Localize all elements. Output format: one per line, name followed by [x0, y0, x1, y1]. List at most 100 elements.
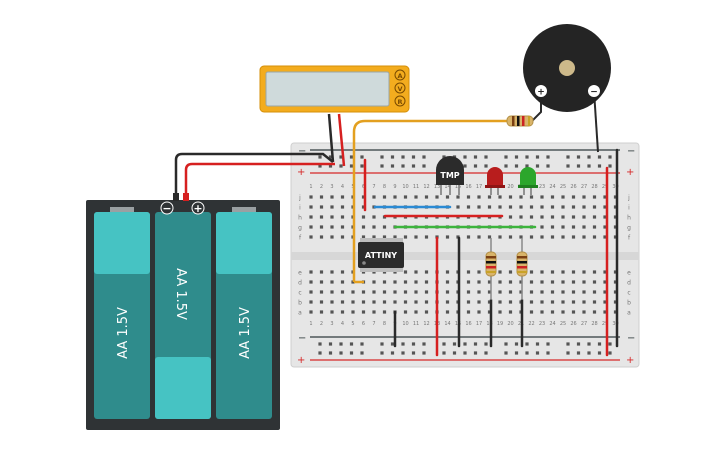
- breadboard-hole[interactable]: [424, 235, 429, 239]
- breadboard-hole[interactable]: [390, 164, 395, 168]
- breadboard-hole[interactable]: [466, 205, 471, 209]
- breadboard-hole[interactable]: [422, 155, 426, 159]
- breadboard-jumpers[interactable]: [363, 148, 619, 357]
- breadboard-hole[interactable]: [466, 235, 471, 239]
- breadboard-hole[interactable]: [401, 342, 405, 346]
- breadboard-hole[interactable]: [597, 164, 602, 168]
- breadboard-hole[interactable]: [571, 290, 576, 294]
- breadboard-hole[interactable]: [319, 195, 324, 199]
- breadboard-hole[interactable]: [463, 164, 467, 168]
- breadboard-hole[interactable]: [529, 205, 534, 209]
- breadboard-hole[interactable]: [414, 270, 418, 274]
- breadboard-hole[interactable]: [613, 195, 618, 199]
- breadboard-hole[interactable]: [498, 300, 502, 304]
- breadboard-hole[interactable]: [382, 235, 387, 239]
- breadboard-hole[interactable]: [508, 235, 513, 239]
- breadboard-hole[interactable]: [424, 280, 429, 284]
- multimeter-mode-v-button[interactable]: V: [394, 82, 406, 94]
- breadboard-hole[interactable]: [361, 215, 366, 219]
- breadboard-hole[interactable]: [382, 300, 387, 304]
- breadboard-hole[interactable]: [597, 155, 602, 159]
- breadboard-hole[interactable]: [561, 235, 565, 239]
- breadboard-hole[interactable]: [519, 280, 523, 284]
- breadboard-hole[interactable]: [372, 195, 376, 199]
- breadboard-hole[interactable]: [613, 215, 618, 219]
- breadboard-hole[interactable]: [401, 351, 405, 355]
- breadboard-hole[interactable]: [339, 351, 343, 355]
- breadboard-hole[interactable]: [566, 342, 570, 346]
- breadboard-hole[interactable]: [508, 270, 513, 274]
- breadboard-hole[interactable]: [477, 235, 481, 239]
- breadboard-hole[interactable]: [540, 225, 544, 229]
- breadboard-hole[interactable]: [592, 235, 597, 239]
- breadboard-hole[interactable]: [309, 235, 313, 239]
- breadboard-hole[interactable]: [608, 342, 612, 346]
- breadboard-hole[interactable]: [340, 205, 345, 209]
- breadboard-hole[interactable]: [529, 310, 534, 314]
- breadboard-hole[interactable]: [514, 342, 519, 346]
- breadboard-hole[interactable]: [540, 235, 544, 239]
- breadboard-hole[interactable]: [330, 300, 334, 304]
- breadboard-hole[interactable]: [477, 205, 481, 209]
- breadboard[interactable]: 1122334455667788991010111112121313141415…: [290, 142, 640, 368]
- breadboard-hole[interactable]: [508, 195, 513, 199]
- breadboard-hole[interactable]: [340, 310, 345, 314]
- breadboard-hole[interactable]: [529, 235, 534, 239]
- breadboard-hole[interactable]: [445, 235, 450, 239]
- breadboard-hole[interactable]: [519, 235, 523, 239]
- breadboard-hole[interactable]: [571, 280, 576, 284]
- breadboard-hole[interactable]: [473, 155, 478, 159]
- breadboard-hole[interactable]: [582, 215, 586, 219]
- breadboard-hole[interactable]: [319, 205, 324, 209]
- breadboard-hole[interactable]: [587, 351, 591, 355]
- breadboard-hole[interactable]: [319, 290, 324, 294]
- breadboard-hole[interactable]: [466, 300, 471, 304]
- breadboard-hole[interactable]: [576, 351, 581, 355]
- breadboard-hole[interactable]: [351, 300, 355, 304]
- breadboard-hole[interactable]: [361, 300, 366, 304]
- breadboard-hole[interactable]: [411, 164, 416, 168]
- breadboard-hole[interactable]: [328, 164, 333, 168]
- battery-cell-2[interactable]: AA 1.5V: [155, 212, 211, 419]
- breadboard-hole[interactable]: [319, 215, 324, 219]
- breadboard-hole[interactable]: [546, 155, 550, 159]
- breadboard-hole[interactable]: [504, 351, 508, 355]
- breadboard-hole[interactable]: [339, 342, 343, 346]
- breadboard-hole[interactable]: [414, 235, 418, 239]
- breadboard-hole[interactable]: [504, 342, 508, 346]
- breadboard-hole[interactable]: [477, 270, 481, 274]
- breadboard-hole[interactable]: [561, 195, 565, 199]
- breadboard-hole[interactable]: [487, 235, 492, 239]
- breadboard-hole[interactable]: [466, 280, 471, 284]
- breadboard-hole[interactable]: [393, 195, 397, 199]
- breadboard-hole[interactable]: [529, 270, 534, 274]
- breadboard-hole[interactable]: [422, 342, 426, 346]
- breadboard-hole[interactable]: [597, 351, 602, 355]
- breadboard-hole[interactable]: [540, 195, 544, 199]
- breadboard-hole[interactable]: [592, 195, 597, 199]
- breadboard-hole[interactable]: [382, 225, 387, 229]
- breadboard-hole[interactable]: [576, 155, 581, 159]
- breadboard-hole[interactable]: [508, 300, 513, 304]
- breadboard-hole[interactable]: [466, 270, 471, 274]
- breadboard-hole[interactable]: [582, 205, 586, 209]
- breadboard-hole[interactable]: [340, 270, 345, 274]
- breadboard-hole[interactable]: [540, 310, 544, 314]
- breadboard-hole[interactable]: [582, 195, 586, 199]
- breadboard-hole[interactable]: [592, 300, 597, 304]
- breadboard-hole[interactable]: [603, 215, 607, 219]
- breadboard-hole[interactable]: [372, 290, 376, 294]
- breadboard-hole[interactable]: [424, 310, 429, 314]
- breadboard-hole[interactable]: [546, 164, 550, 168]
- breadboard-hole[interactable]: [603, 300, 607, 304]
- breadboard-hole[interactable]: [330, 310, 334, 314]
- breadboard-hole[interactable]: [571, 225, 576, 229]
- breadboard-hole[interactable]: [592, 205, 597, 209]
- breadboard-hole[interactable]: [504, 164, 508, 168]
- battery-negative-terminal[interactable]: −: [160, 201, 174, 215]
- breadboard-hole[interactable]: [498, 310, 502, 314]
- breadboard-hole[interactable]: [477, 290, 481, 294]
- breadboard-hole[interactable]: [456, 195, 460, 199]
- breadboard-hole[interactable]: [529, 280, 534, 284]
- breadboard-hole[interactable]: [473, 164, 478, 168]
